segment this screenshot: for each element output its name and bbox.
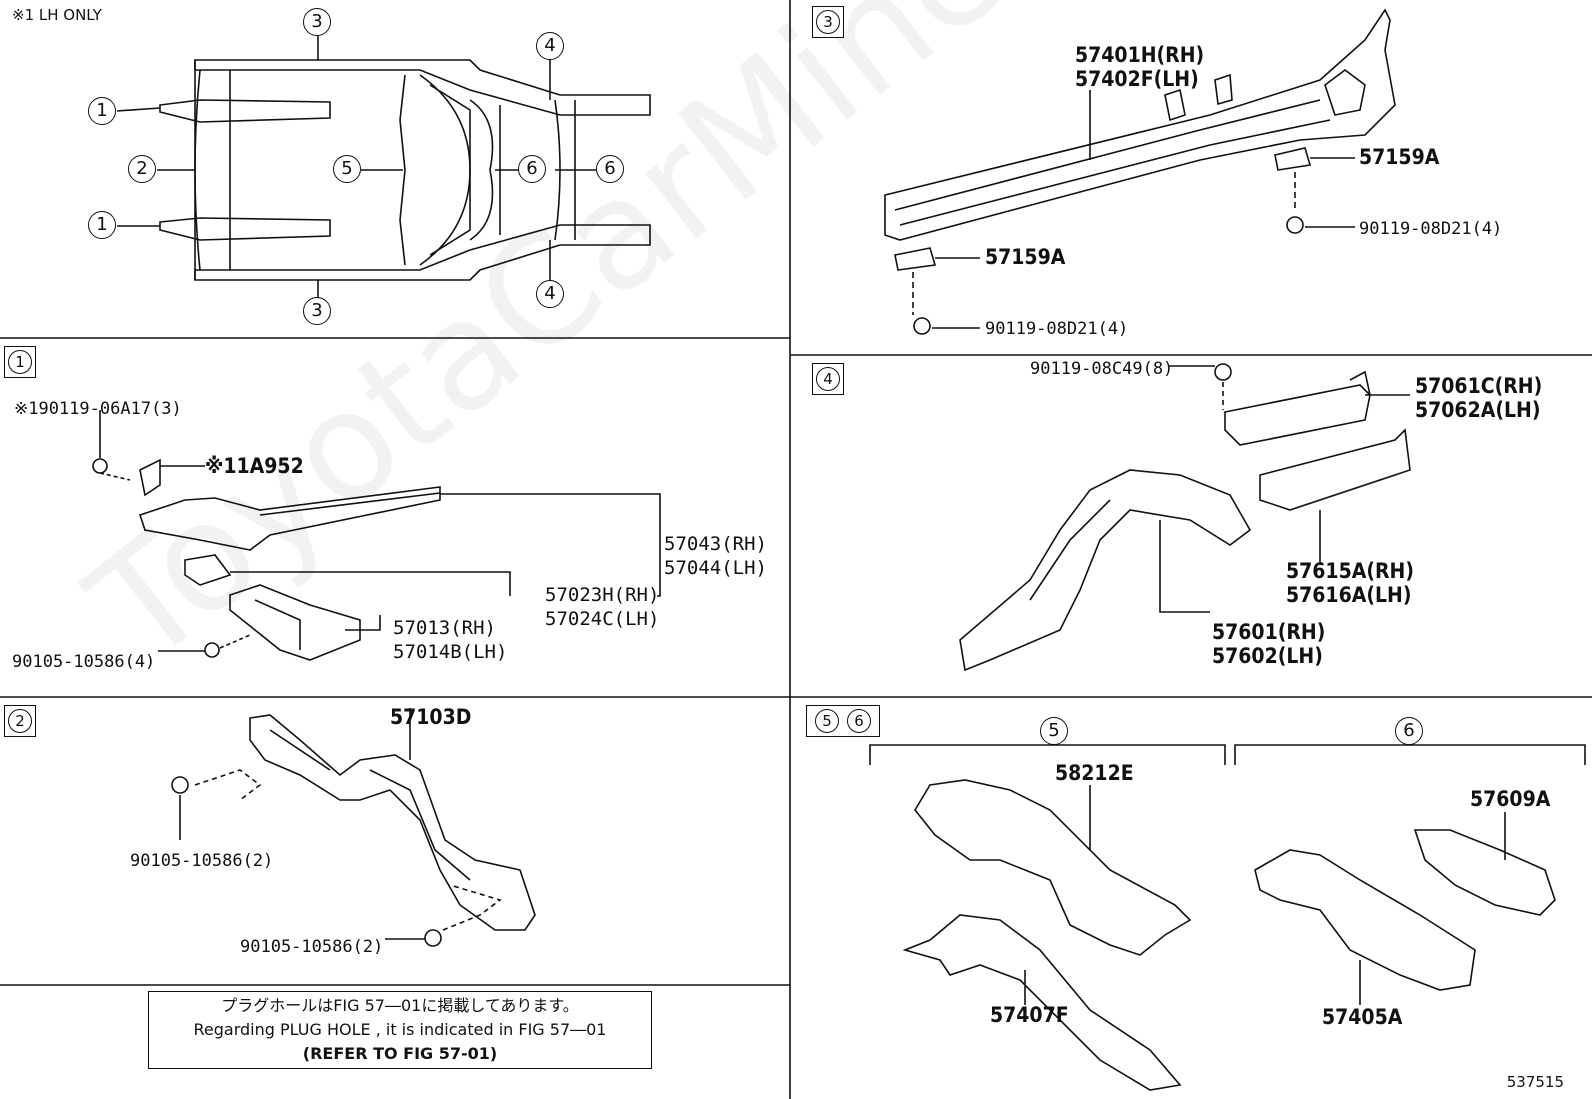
panel-index-3-label: 3	[816, 10, 840, 34]
panel-index-4-label: 4	[816, 367, 840, 391]
p1-part-a2: 57044(LH)	[664, 557, 767, 579]
p3-pad-2: 57159A	[985, 245, 1066, 269]
p2-part: 57103D	[390, 705, 472, 729]
p1-bracket: ※11A952	[205, 454, 304, 478]
panel4-parts	[959, 363, 1411, 672]
note-line-jp: プラグホールはFIG 57―01に掲載してあります。	[221, 996, 579, 1015]
panel-index-6-label: 6	[847, 709, 871, 733]
panel-index-5-label: 5	[815, 709, 839, 733]
p4-part-c2: 57602(LH)	[1212, 644, 1323, 668]
p3-pad-1: 57159A	[1359, 145, 1440, 169]
panel-index-2: 2	[4, 705, 36, 737]
p56-part-b: 57407F	[990, 1003, 1069, 1027]
p2-bolt-2: 90105-10586(2)	[240, 937, 384, 957]
figure-id: 537515	[1506, 1073, 1564, 1091]
p56-sub-6: 6	[1395, 717, 1423, 745]
callout-5: 5	[333, 155, 361, 183]
panel-index-4: 4	[812, 363, 844, 395]
p1-part-c2: 57014B(LH)	[393, 641, 508, 663]
callout-1-bottom: 1	[88, 211, 116, 239]
callout-2: 2	[128, 155, 156, 183]
plug-hole-note: プラグホールはFIG 57―01に掲載してあります。 Regarding PLU…	[148, 991, 652, 1069]
lh-only-note: ※1 LH ONLY	[12, 6, 102, 24]
p4-bolt: 90119-08C49(8)	[1030, 359, 1174, 379]
p2-bolt-1: 90105-10586(2)	[130, 851, 274, 871]
p3-part-1: 57401H(RH)	[1075, 43, 1205, 67]
p1-part-a1: 57043(RH)	[664, 533, 767, 555]
callout-6-right: 6	[596, 155, 624, 183]
p4-part-b2: 57616A(LH)	[1286, 583, 1412, 607]
p1-part-c1: 57013(RH)	[393, 617, 496, 639]
panel3-parts	[884, 8, 1396, 335]
callout-4-top: 4	[536, 32, 564, 60]
callout-3-bottom: 3	[303, 297, 331, 325]
p3-bolt-2: 90119-08D21(4)	[985, 319, 1129, 339]
panel-index-1: 1	[4, 346, 36, 378]
panel-index-2-label: 2	[8, 709, 32, 733]
p3-part-2: 57402F(LH)	[1075, 67, 1199, 91]
chassis-overview	[159, 59, 651, 281]
p4-part-b1: 57615A(RH)	[1286, 559, 1414, 583]
panel-index-1-label: 1	[8, 350, 32, 374]
note-line-ref: (REFER TO FIG 57-01)	[302, 1044, 498, 1063]
note-line-en: Regarding PLUG HOLE , it is indicated in…	[193, 1020, 607, 1039]
p4-part-c1: 57601(RH)	[1212, 620, 1326, 644]
p56-part-a: 58212E	[1055, 761, 1134, 785]
callout-4-bottom: 4	[536, 280, 564, 308]
p56-part-d: 57405A	[1322, 1005, 1403, 1029]
callout-3-top: 3	[303, 8, 331, 36]
overview-leaders	[116, 33, 598, 298]
p3-bolt-1: 90119-08D21(4)	[1359, 219, 1503, 239]
callout-6-left: 6	[518, 155, 546, 183]
p56-sub-5: 5	[1040, 717, 1068, 745]
p1-bolt-top: ※190119-06A17(3)	[14, 399, 182, 419]
p1-part-b1: 57023H(RH)	[545, 584, 660, 606]
p4-part-a1: 57061C(RH)	[1415, 374, 1543, 398]
panel56-parts	[869, 744, 1586, 1091]
p4-part-a2: 57062A(LH)	[1415, 398, 1541, 422]
callout-1-top: 1	[88, 97, 116, 125]
p56-part-c: 57609A	[1470, 787, 1551, 811]
p1-bolt-bottom: 90105-10586(4)	[12, 652, 156, 672]
p1-part-b2: 57024C(LH)	[545, 608, 660, 630]
panel-index-3: 3	[812, 6, 844, 38]
panel1-parts	[92, 410, 661, 661]
panel-index-56: 5 6	[806, 705, 880, 737]
panel2-parts	[171, 708, 536, 947]
